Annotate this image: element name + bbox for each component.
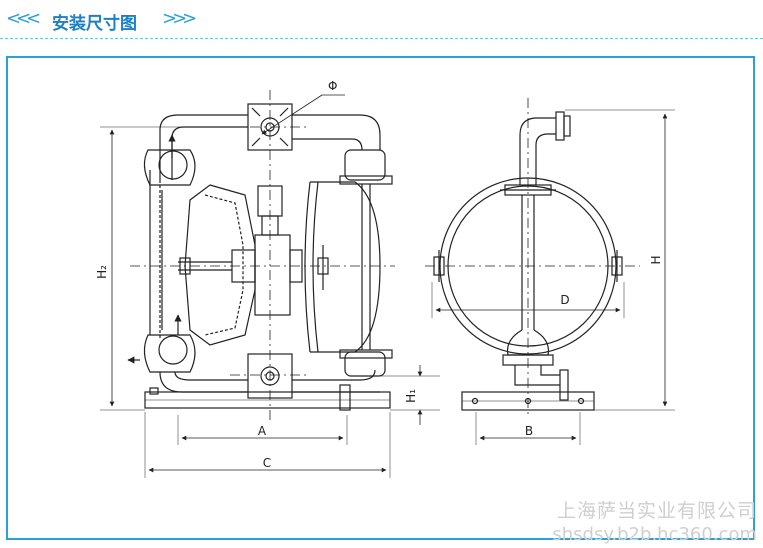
- chevron-left-icon: <<<: [6, 8, 41, 29]
- label-phi: Φ: [328, 79, 337, 93]
- side-view: [425, 98, 640, 418]
- center-air-valve-body: [254, 234, 291, 316]
- watermark-company: 上海萨当实业有限公司: [556, 500, 757, 522]
- inlet-port: [260, 366, 280, 386]
- label-h2: H₂: [95, 265, 109, 279]
- header-divider: [0, 38, 763, 39]
- left-diaphragm-chamber: [184, 184, 256, 346]
- diagram-frame: [6, 56, 755, 540]
- watermark: 上海萨当实业有限公司 shsdsy.b2b.hc360.com: [552, 500, 757, 546]
- section-title: 安装尺寸图: [52, 14, 137, 34]
- side-diaphragm-ring-inner: [447, 185, 609, 347]
- upper-left-pipe: [159, 114, 248, 180]
- dim-phi-leader: [261, 94, 323, 135]
- label-b: B: [525, 424, 533, 438]
- side-diaphragm-ring-outer: [439, 177, 617, 355]
- right-diaphragm-chamber: [304, 181, 311, 353]
- front-view: [127, 90, 395, 420]
- lower-left-pipe: [159, 371, 248, 393]
- lower-left-ball: [158, 335, 188, 365]
- side-dimensions: [431, 109, 675, 445]
- outlet-port: [260, 117, 280, 137]
- label-h: H: [649, 255, 663, 264]
- chevron-right-icon: >>>: [162, 8, 197, 29]
- upper-manifold-block: [247, 103, 293, 151]
- upper-left-ball: [158, 150, 188, 180]
- label-c: C: [263, 456, 271, 470]
- label-d: D: [560, 293, 569, 307]
- label-a: A: [258, 424, 267, 438]
- watermark-url: shsdsy.b2b.hc360.com: [552, 524, 757, 545]
- front-dimensions: [100, 94, 440, 478]
- front-centerlines: [130, 90, 395, 420]
- side-upper-elbow: [519, 117, 556, 185]
- upper-right-pipe: [292, 114, 381, 150]
- label-h1: H₁: [404, 389, 418, 403]
- section-header: <<< 安装尺寸图 >>>: [0, 0, 763, 44]
- lower-manifold-block: [247, 353, 293, 399]
